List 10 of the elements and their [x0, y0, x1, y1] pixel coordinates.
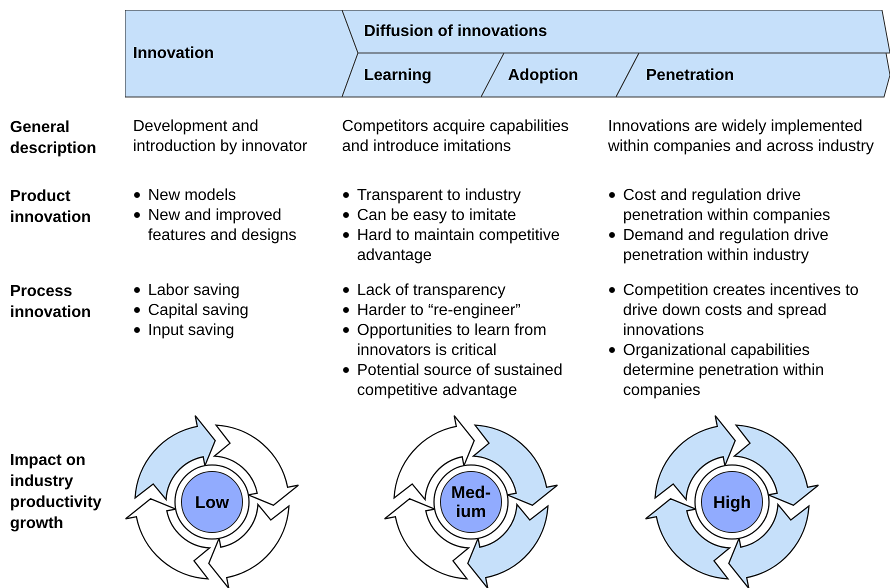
description-text: Development and introduction by innovator	[133, 117, 308, 157]
description-text: Innovations are widely implemented within companies and across industry	[608, 117, 875, 157]
row-heading: Process innovation	[10, 282, 92, 323]
phase-band: Penetration	[616, 53, 890, 98]
description-text: Competitors acquire capabilities and introduce imitations	[342, 117, 570, 157]
row-heading: Product innovation	[10, 187, 92, 228]
row-heading: Impact on industry productivity growth	[10, 451, 103, 534]
row-heading: General description	[10, 118, 98, 159]
phase-band: Adoption	[481, 53, 640, 98]
phase-band: Learning	[342, 53, 506, 98]
